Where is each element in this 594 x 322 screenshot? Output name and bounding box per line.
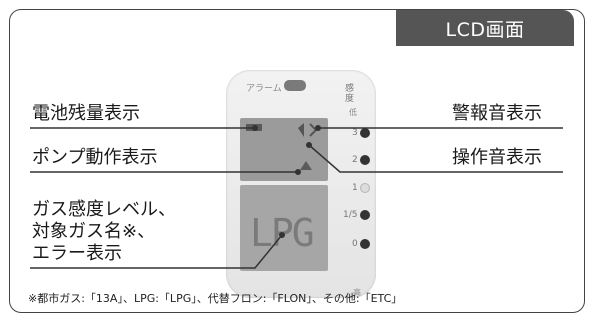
- alarm-sound-callout-dot: [315, 125, 321, 131]
- battery-callout-dot: [252, 125, 258, 131]
- gas-callout-line: [30, 234, 283, 269]
- sensitivity-title-line-1: 感: [345, 84, 355, 94]
- alarm-sound-callout-label: 警報音表示: [452, 103, 542, 124]
- sensitivity-label: 感 度: [345, 84, 354, 104]
- gas-callout-line-3: エラー表示: [32, 243, 122, 264]
- pump-callout-label: ポンプ動作表示: [32, 147, 158, 168]
- level-label-3: 3: [352, 128, 358, 138]
- alarm-label: アラーム: [246, 84, 282, 94]
- alarm-indicator-icon: [284, 80, 306, 91]
- gas-callout-dot: [279, 232, 285, 238]
- gas-callout-label: ガス感度レベル、 対象ガス名※、 エラー表示: [32, 199, 176, 265]
- level-label-0: 0: [352, 239, 358, 249]
- level-led-1: [360, 183, 370, 193]
- pump-icon: [300, 161, 312, 170]
- sensitivity-high-label: 高: [353, 288, 361, 297]
- sensitivity-low-label: 低: [349, 108, 357, 117]
- operation-sound-callout-line: [308, 144, 563, 173]
- gas-callout-line-2: 対象ガス名※、: [32, 221, 156, 242]
- operation-sound-callout-dot: [306, 142, 312, 148]
- level-label-2: 2: [352, 155, 358, 165]
- lcd-screen-title: LCD画面: [396, 10, 574, 46]
- speaker-icon: [298, 123, 304, 137]
- pump-callout-dot: [295, 169, 301, 175]
- footnote: ※都市ガス:「13A」、LPG:「LPG」、代替フロン:「FLON」、その他:「…: [28, 292, 403, 305]
- level-label-1-5: 1/5: [343, 210, 358, 220]
- operation-sound-callout-label: 操作音表示: [452, 147, 542, 168]
- battery-callout-label: 電池残量表示: [32, 103, 140, 124]
- level-led-2: [360, 155, 370, 165]
- sensitivity-title-line-2: 度: [345, 94, 355, 104]
- level-led-1-5: [360, 210, 370, 220]
- level-led-0: [360, 239, 370, 249]
- level-label-1: 1: [352, 183, 358, 193]
- level-led-3: [360, 128, 370, 138]
- gas-callout-line-1: ガス感度レベル、: [32, 199, 176, 220]
